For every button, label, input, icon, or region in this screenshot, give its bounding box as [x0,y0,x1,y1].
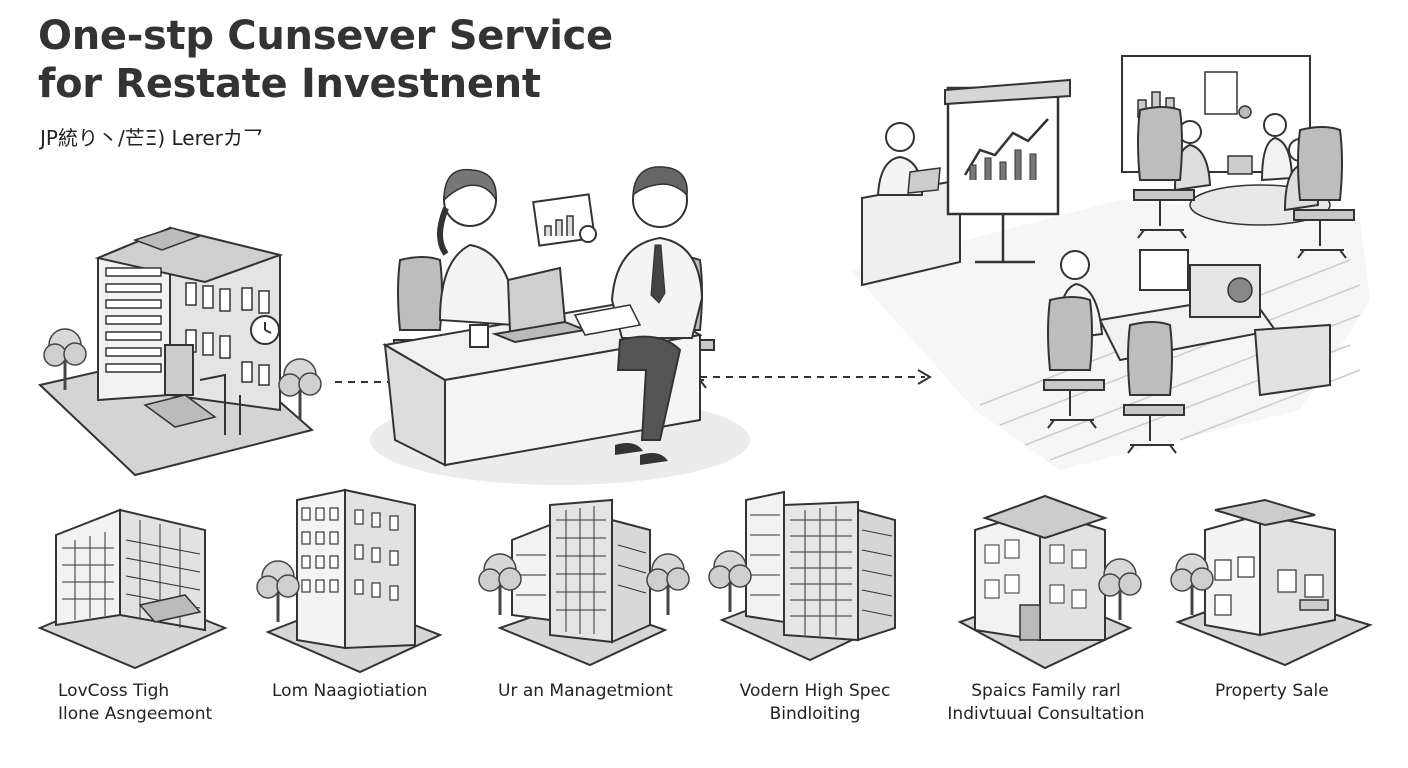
caption-5-line-1: Spaics Family rarl [971,681,1121,701]
caption-6: Property Sale [1215,680,1329,703]
title-line-2: for Restate Investnent [38,61,541,107]
title-line-1: One-stp Cunsever Service [38,13,613,59]
caption-4: Vodern High Spec Bindloiting [735,680,895,726]
consultation-desk-icon [370,166,750,485]
caption-4-line-2: Bindloiting [769,704,861,724]
building-icon-6 [1169,498,1373,667]
building-icon-5 [957,494,1143,670]
office-building-icon [37,226,323,477]
caption-3: Ur an Managetmiont [498,680,673,703]
caption-4-line-1: Vodern High Spec [739,681,891,701]
building-icon-4 [707,490,896,662]
building-icon-3 [477,498,691,667]
caption-3-line-1: Ur an Managetmiont [498,681,673,701]
caption-5-line-2: Indivtuual Consultation [947,704,1145,724]
page-title: One-stp Cunsever Service for Restate Inv… [38,12,613,108]
caption-1: LovCoss Tigh Ilone Asngeemont [58,680,212,726]
caption-2: Lom Naagiotiation [272,680,427,703]
page-subtitle: JP統り丶/芒Ξ) Lererカ乛 [40,126,263,150]
caption-5: Spaics Family rarl Indivtuual Consultati… [935,680,1157,726]
office-workspace-icon [850,55,1370,470]
caption-1-line-2: Ilone Asngeemont [58,704,213,724]
caption-6-line-1: Property Sale [1215,681,1329,701]
building-icon-2 [255,488,443,674]
caption-1-line-1: LovCoss Tigh [58,681,170,701]
building-icon-1 [37,508,228,670]
caption-2-line-1: Lom Naagiotiation [272,681,428,701]
